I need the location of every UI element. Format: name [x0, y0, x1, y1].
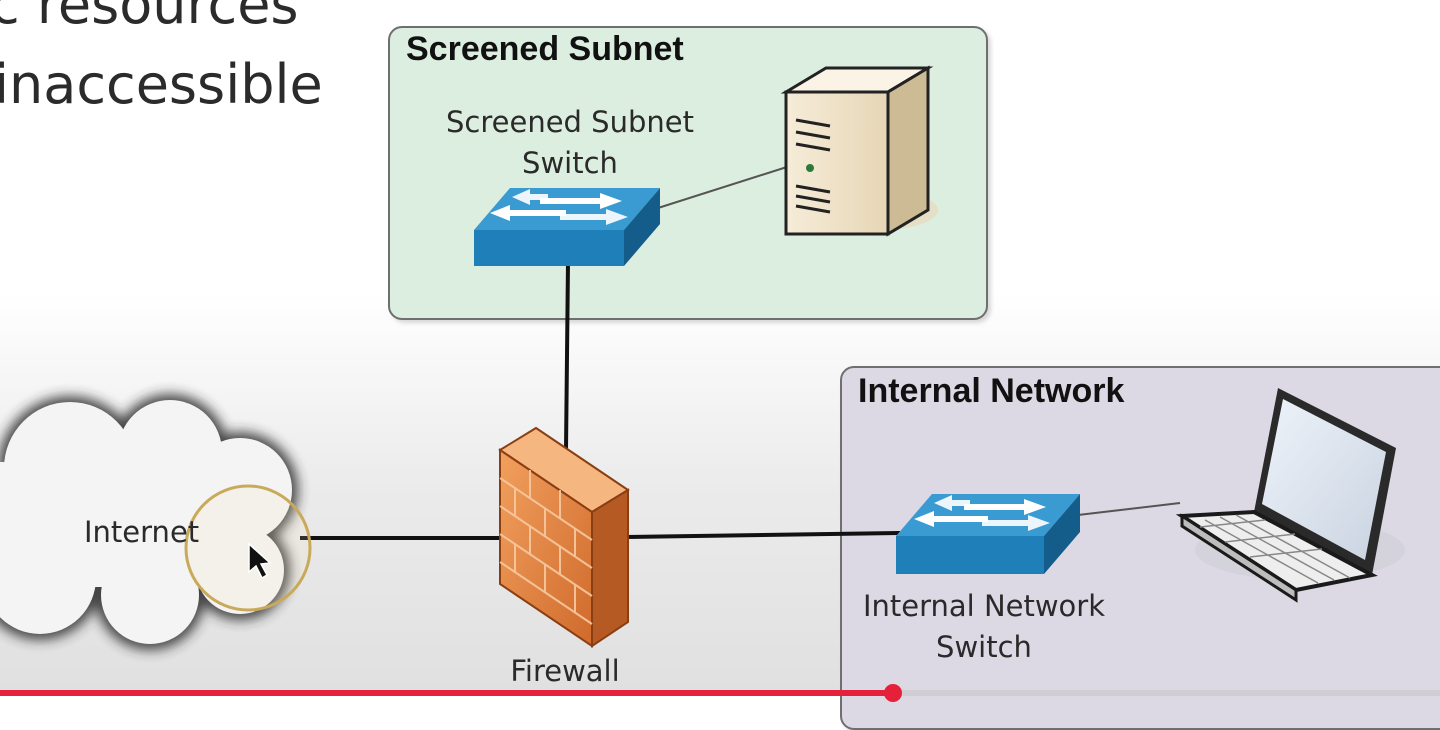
link-firewall-screened-switch — [564, 261, 570, 451]
firewall-label: Firewall — [510, 654, 620, 688]
firewall-icon — [498, 426, 630, 648]
internet-cloud-icon — [0, 394, 298, 650]
server-icon — [780, 65, 938, 237]
internal-network-switch-icon — [896, 494, 1080, 574]
video-progress-fill — [0, 690, 893, 696]
internal-network-switch-label: Internal Network Switch — [848, 586, 1120, 668]
internal-network-switch-label-line2: Switch — [936, 630, 1032, 664]
screened-subnet-switch-icon — [474, 188, 660, 266]
screened-subnet-switch-label-line1: Screened Subnet — [446, 105, 694, 139]
internet-label: Internet — [84, 515, 200, 549]
link-firewall-internal-switch — [623, 531, 901, 539]
video-progress-bar[interactable] — [0, 684, 1440, 702]
slide-text-line-2: inaccessible — [0, 53, 323, 116]
screened-subnet-switch-label-line2: Switch — [522, 146, 618, 180]
screened-subnet-switch-label: Screened Subnet Switch — [440, 102, 700, 184]
cursor-highlight-ring — [184, 484, 312, 612]
network-diagram — [0, 65, 1405, 650]
laptop-icon — [1175, 388, 1405, 603]
mouse-cursor-icon — [248, 542, 272, 580]
slide-text-line-1: c resources — [0, 0, 299, 36]
video-scrubber-handle[interactable] — [883, 684, 902, 702]
link-internal-switch-laptop — [1077, 502, 1181, 516]
internal-network-switch-label-line1: Internal Network — [862, 589, 1106, 623]
link-screened-switch-server — [657, 165, 791, 209]
screened-subnet-title: Screened Subnet — [406, 30, 684, 68]
internal-network-title: Internal Network — [858, 372, 1125, 410]
